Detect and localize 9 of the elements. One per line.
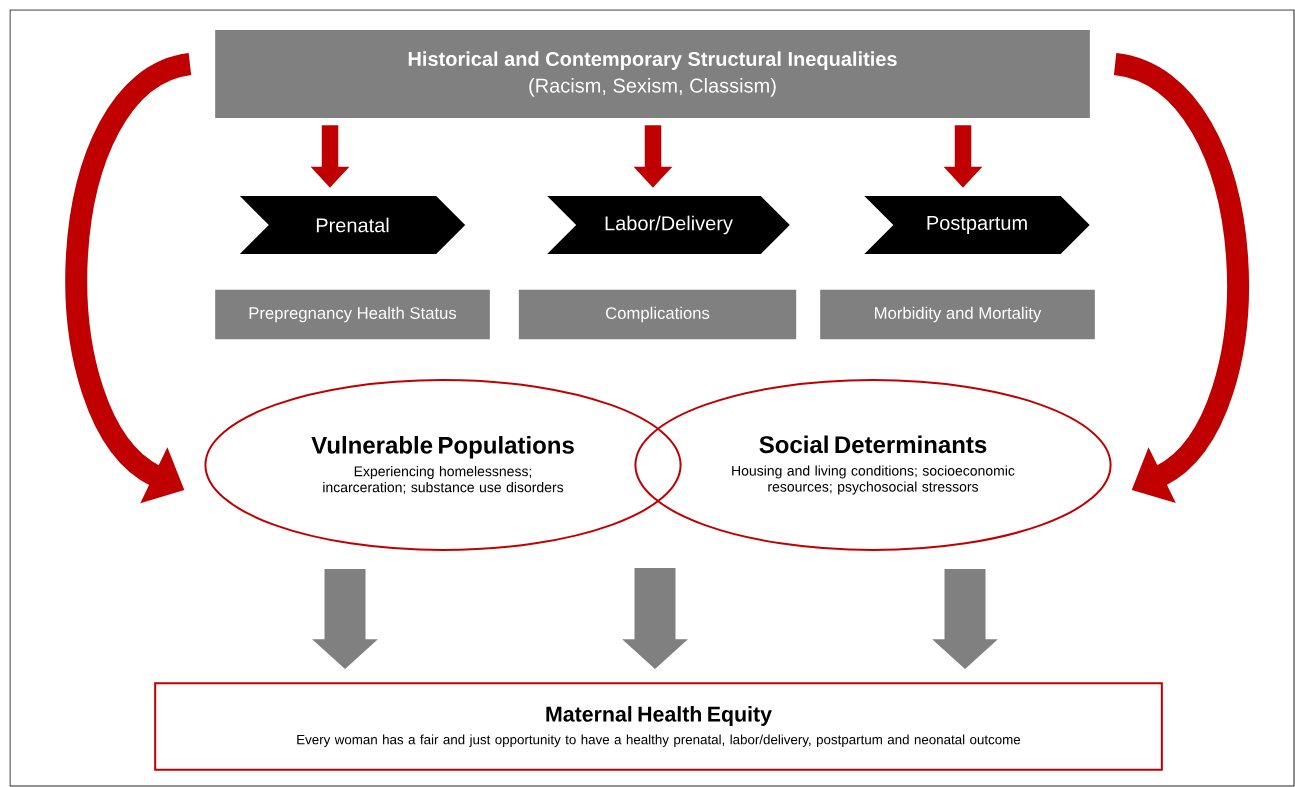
outcome-box: Maternal Health Equity Every woman has a fair and just opportunity to have a healthy prenatal, labor/delivery, postpartum and neonatal outcome [154,682,1163,771]
stage-box: Morbidity and Mortality [820,289,1095,340]
stage-box: Prepregnancy Health Status [215,289,490,340]
stage-box: Complications [518,289,797,340]
heading-box: Historical and Contemporary Structural Inequalities (Racism, Sexism, Classism) [215,30,1090,118]
curved-arrow [1111,53,1249,503]
chevron: Labor/Delivery [547,196,790,254]
chevron: Prenatal [239,196,466,254]
chevron: Postpartum [864,196,1090,254]
